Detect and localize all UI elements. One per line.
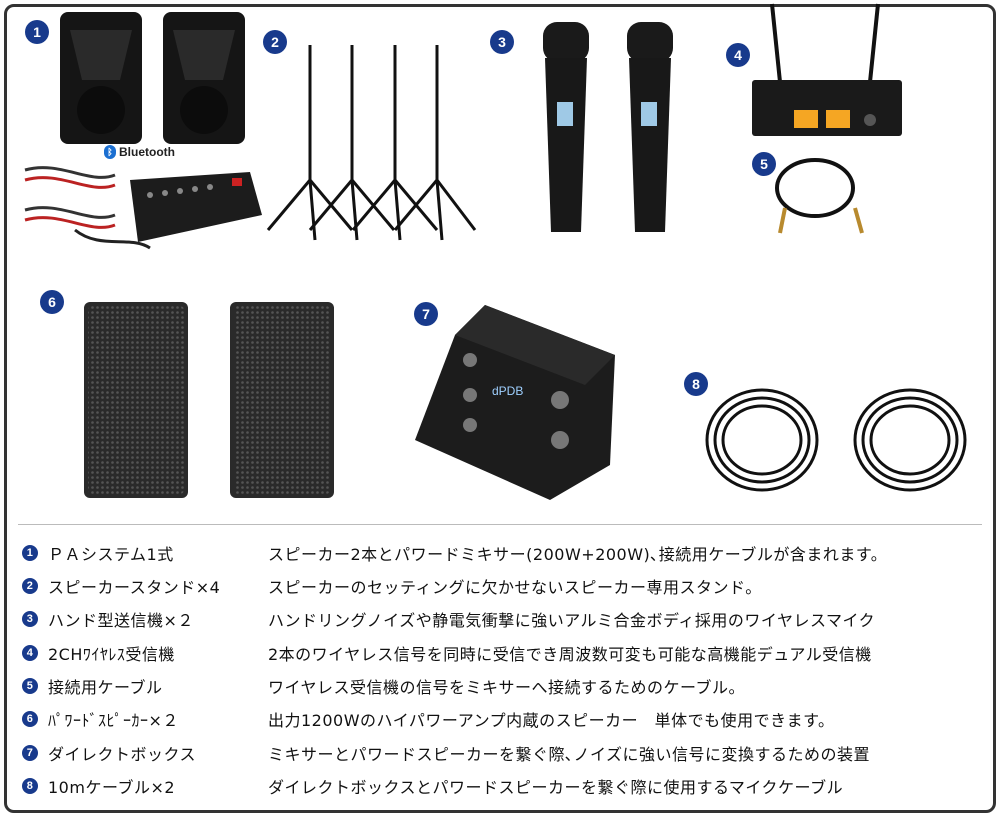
speaker-stands-photo	[266, 45, 477, 241]
item-desc: ハンドリングノイズや静電気衝撃に強いアルミ合金ボディ採用のワイヤレスマイク	[268, 611, 876, 630]
bluetooth-text: Bluetooth	[119, 145, 175, 159]
badge-7: 7	[414, 302, 438, 326]
bullet-3: 3	[22, 611, 38, 627]
handheld-mics-photo	[543, 22, 673, 232]
item-name: 2CHﾜｲﾔﾚｽ受信機	[48, 645, 175, 664]
badge-8: 8	[684, 372, 708, 396]
bullet-7: 7	[22, 745, 38, 761]
item-name: ＰＡシステム1式	[48, 545, 174, 564]
badge-5: 5	[752, 152, 776, 176]
list-item-1: 1 ＰＡシステム1式 スピーカー2本とパワードミキサー(200W+200W)､接続用…	[22, 540, 887, 566]
list-item-3: 3 ハンド型送信機×２ ハンドリングノイズや静電気衝撃に強いアルミ合金ボディ採用のワ…	[22, 606, 875, 632]
item-name: ﾊﾟﾜｰﾄﾞｽﾋﾟｰｶｰ×２	[48, 711, 179, 730]
bullet-5: 5	[22, 678, 38, 694]
direct-box-photo: dPDB	[415, 305, 615, 500]
badge-3: 3	[490, 30, 514, 54]
dpdb-label: dPDB	[492, 384, 523, 398]
item-desc: ミキサーとパワードスピーカーを繋ぐ際､ノイズに強い信号に変換するための装置	[268, 745, 871, 764]
xlr-cables-photo	[705, 388, 967, 492]
list-item-8: 8 10mケーブル×2 ダイレクトボックスとパワードスピーカーを繋ぐ際に使用するマイ…	[22, 773, 843, 799]
item-name: スピーカースタンド×4	[48, 578, 221, 597]
item-desc: ワイヤレス受信機の信号をミキサーへ接続するためのケーブル。	[268, 678, 746, 697]
wireless-receiver-photo	[752, 3, 902, 136]
bullet-8: 8	[22, 778, 38, 794]
badge-1: 1	[25, 20, 49, 44]
list-item-2: 2 スピーカースタンド×4 スピーカーのセッティングに欠かせないスピーカー専用スタン…	[22, 573, 762, 599]
item-desc: 2本のワイヤレス信号を同時に受信でき周波数可変も可能な高機能デュアル受信機	[268, 645, 872, 664]
bullet-2: 2	[22, 578, 38, 594]
item-desc: ダイレクトボックスとパワードスピーカーを繋ぐ際に使用するマイクケーブル	[268, 778, 844, 797]
pa-system-photo	[24, 12, 262, 250]
bullet-6: 6	[22, 711, 38, 727]
list-item-5: 5 接続用ケーブル ワイヤレス受信機の信号をミキサーへ接続するためのケーブル。	[22, 673, 745, 699]
item-name: ダイレクトボックス	[48, 745, 197, 764]
list-item-7: 7 ダイレクトボックス ミキサーとパワードスピーカーを繋ぐ際､ノイズに強い信号に変換…	[22, 740, 870, 766]
badge-6: 6	[40, 290, 64, 314]
bullet-1: 1	[22, 545, 38, 561]
item-name: 接続用ケーブル	[48, 678, 163, 697]
item-name: ハンド型送信機×２	[48, 611, 194, 630]
powered-speakers-photo	[84, 302, 334, 498]
badge-4: 4	[726, 43, 750, 67]
bullet-4: 4	[22, 645, 38, 661]
connection-cable-photo	[775, 158, 864, 234]
section-divider	[18, 524, 982, 525]
item-name: 10mケーブル×2	[48, 778, 176, 797]
badge-2: 2	[263, 30, 287, 54]
list-item-6: 6 ﾊﾟﾜｰﾄﾞｽﾋﾟｰｶｰ×２ 出力1200Wのハイパワーアンプ内蔵のスピーカー …	[22, 706, 835, 732]
item-desc: スピーカーのセッティングに欠かせないスピーカー専用スタンド。	[268, 578, 762, 597]
bluetooth-icon: ᛒ	[104, 145, 116, 159]
item-desc: 出力1200Wのハイパワーアンプ内蔵のスピーカー 単体でも使用できます。	[268, 711, 835, 730]
list-item-4: 4 2CHﾜｲﾔﾚｽ受信機 2本のワイヤレス信号を同時に受信でき周波数可変も可能な高…	[22, 640, 872, 666]
item-desc: スピーカー2本とパワードミキサー(200W+200W)､接続用ケーブルが含まれま…	[268, 545, 888, 564]
